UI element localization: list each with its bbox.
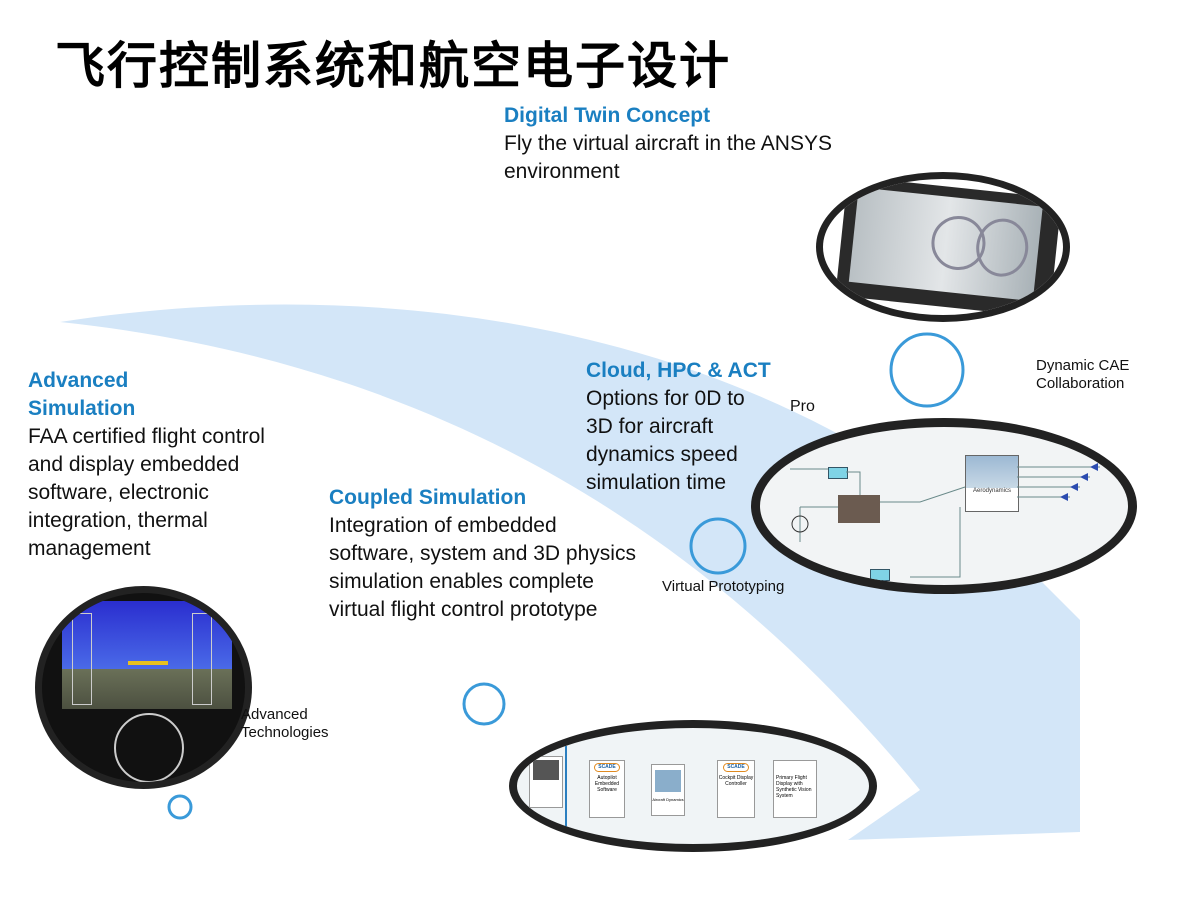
cloud-heading: Cloud, HPC & ACT (586, 359, 771, 382)
page-title: 飞行控制系统和航空电子设计 (55, 37, 731, 95)
milestone-circle (889, 332, 965, 408)
dynamic-cae-label: Dynamic CAE Collaboration (1036, 357, 1130, 392)
coupled-heading: Coupled Simulation (329, 486, 527, 509)
autopilot-block: SCADE Autopilot Embedded Software (589, 760, 625, 818)
scade-logo: SCADE (723, 763, 749, 772)
coupled-block: Coupled Simulation Integration of embedd… (329, 484, 639, 624)
scade-logo: SCADE (594, 763, 620, 772)
coupled-text: Integration of embedded software, system… (329, 514, 636, 621)
cloud-block: Cloud, HPC & ACT Options for 0D to 3D fo… (586, 357, 776, 497)
advanced-block: Advanced Simulation FAA certified flight… (28, 367, 268, 563)
aircraft-dynamics-label: Aircraft Dynamics (652, 797, 684, 802)
virtual-prototype-diagram: SCADE Autopilot Embedded Software Aircra… (509, 720, 877, 852)
cockpit-block: SCADE Cockpit Display Controller (717, 760, 755, 818)
autopilot-label: Autopilot Embedded Software (594, 775, 620, 793)
digital-twin-heading: Digital Twin Concept (504, 104, 711, 127)
pfd-block: Primary Flight Display with Synthetic Vi… (773, 760, 817, 818)
virtual-prototyping-label: Virtual Prototyping (662, 578, 785, 595)
primary-flight-display-image (35, 586, 252, 789)
cloud-text: Options for 0D to 3D for aircraft dynami… (586, 387, 745, 494)
milestone-circle (689, 517, 747, 575)
tablet-image (816, 172, 1070, 322)
digital-twin-text: Fly the virtual aircraft in the ANSYS en… (504, 132, 832, 183)
advanced-text: FAA certified flight control and display… (28, 425, 265, 560)
system-simulation-diagram: Aerodynamics (751, 418, 1137, 594)
diagram-wires (790, 463, 1100, 578)
aerodynamics-label: Aerodynamics (972, 488, 1011, 494)
advanced-heading: Advanced Simulation (28, 369, 136, 420)
digital-twin-block: Digital Twin Concept Fly the virtual air… (504, 102, 884, 186)
milestone-circle (462, 682, 506, 726)
advanced-technologies-label: Advanced Technologies (241, 706, 329, 741)
cockpit-label: Cockpit Display Controller (718, 775, 754, 787)
pro-label: Pro (790, 398, 815, 415)
milestone-circle (167, 794, 193, 820)
